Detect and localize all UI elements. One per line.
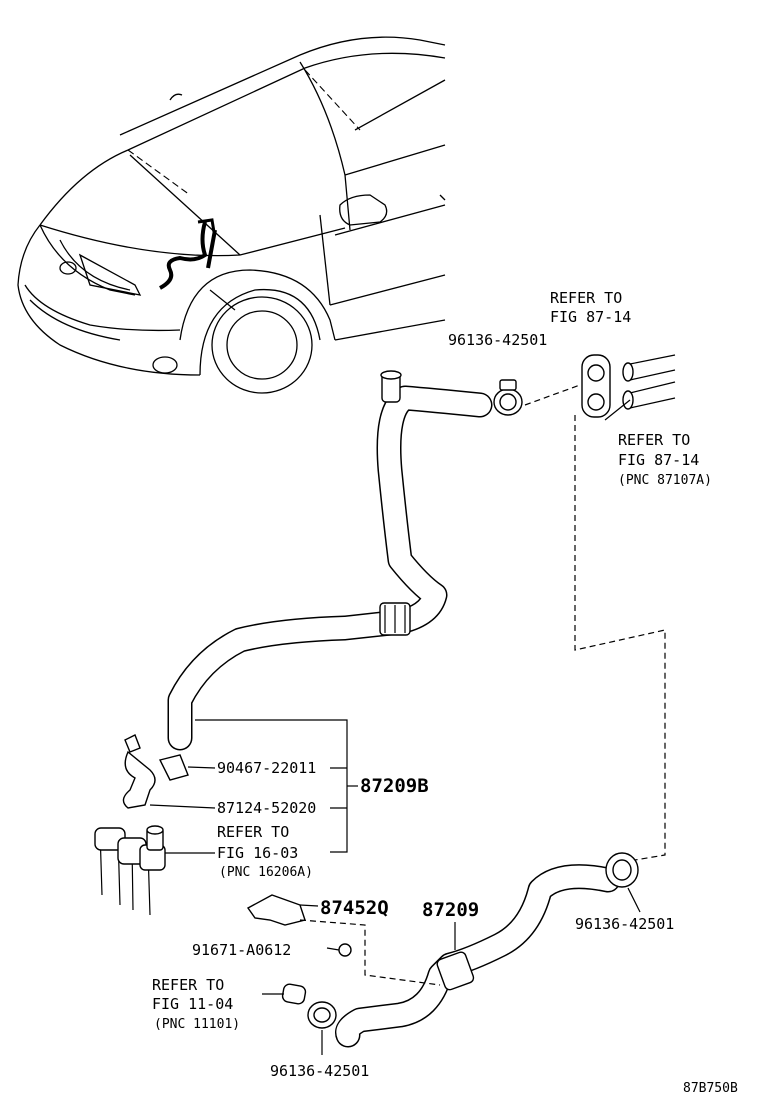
part-number-clamp-right: 96136-42501 (575, 915, 674, 933)
refer-right-line1: REFER TO (618, 431, 690, 449)
clip-part (158, 754, 216, 781)
refer-bottom-line1: REFER TO (152, 976, 224, 994)
lower-hose (335, 864, 621, 1048)
clamp-right (605, 852, 641, 913)
engine-pipes-left (94, 825, 215, 916)
part-number-clip: 90467-22011 (217, 759, 316, 777)
refer-right-line2: FIG 87-14 (618, 451, 699, 469)
part-number-bolt: 91671-A0612 (192, 941, 291, 959)
heater-pipes (604, 354, 676, 421)
part-number-bracket: 87124-52020 (217, 799, 316, 817)
upper-hose (167, 370, 493, 751)
bracket-part (122, 734, 216, 809)
refer-bottom-line3: (PNC 11101) (154, 1017, 240, 1032)
refer-right-line3: (PNC 87107A) (618, 473, 712, 488)
diagram-code: 87B750B (683, 1081, 738, 1096)
refer-left-line3: (PNC 16206A) (219, 865, 313, 880)
clamp-top (493, 379, 523, 416)
refer-bottom-line2: FIG 11-04 (152, 995, 233, 1013)
clamp-bottom (307, 1001, 337, 1055)
part-number-clamp-bottom: 96136-42501 (270, 1062, 369, 1080)
part-number-hose: 87209 (422, 899, 479, 921)
refer-top-line2: FIG 87-14 (550, 308, 631, 326)
refer-left-line2: FIG 16-03 (217, 844, 298, 862)
refer-left-line1: REFER TO (217, 823, 289, 841)
grommet (581, 354, 611, 418)
part-number-clamp-top: 96136-42501 (448, 331, 547, 349)
car-illustration (17, 36, 446, 394)
part-number-bracket-2: 87452Q (320, 897, 389, 919)
bolt-part (326, 943, 352, 957)
bottom-pipe (262, 983, 307, 1005)
refer-top-line1: REFER TO (550, 289, 622, 307)
bracket-87452q (246, 894, 441, 986)
part-number-assembly: 87209B (360, 775, 429, 797)
